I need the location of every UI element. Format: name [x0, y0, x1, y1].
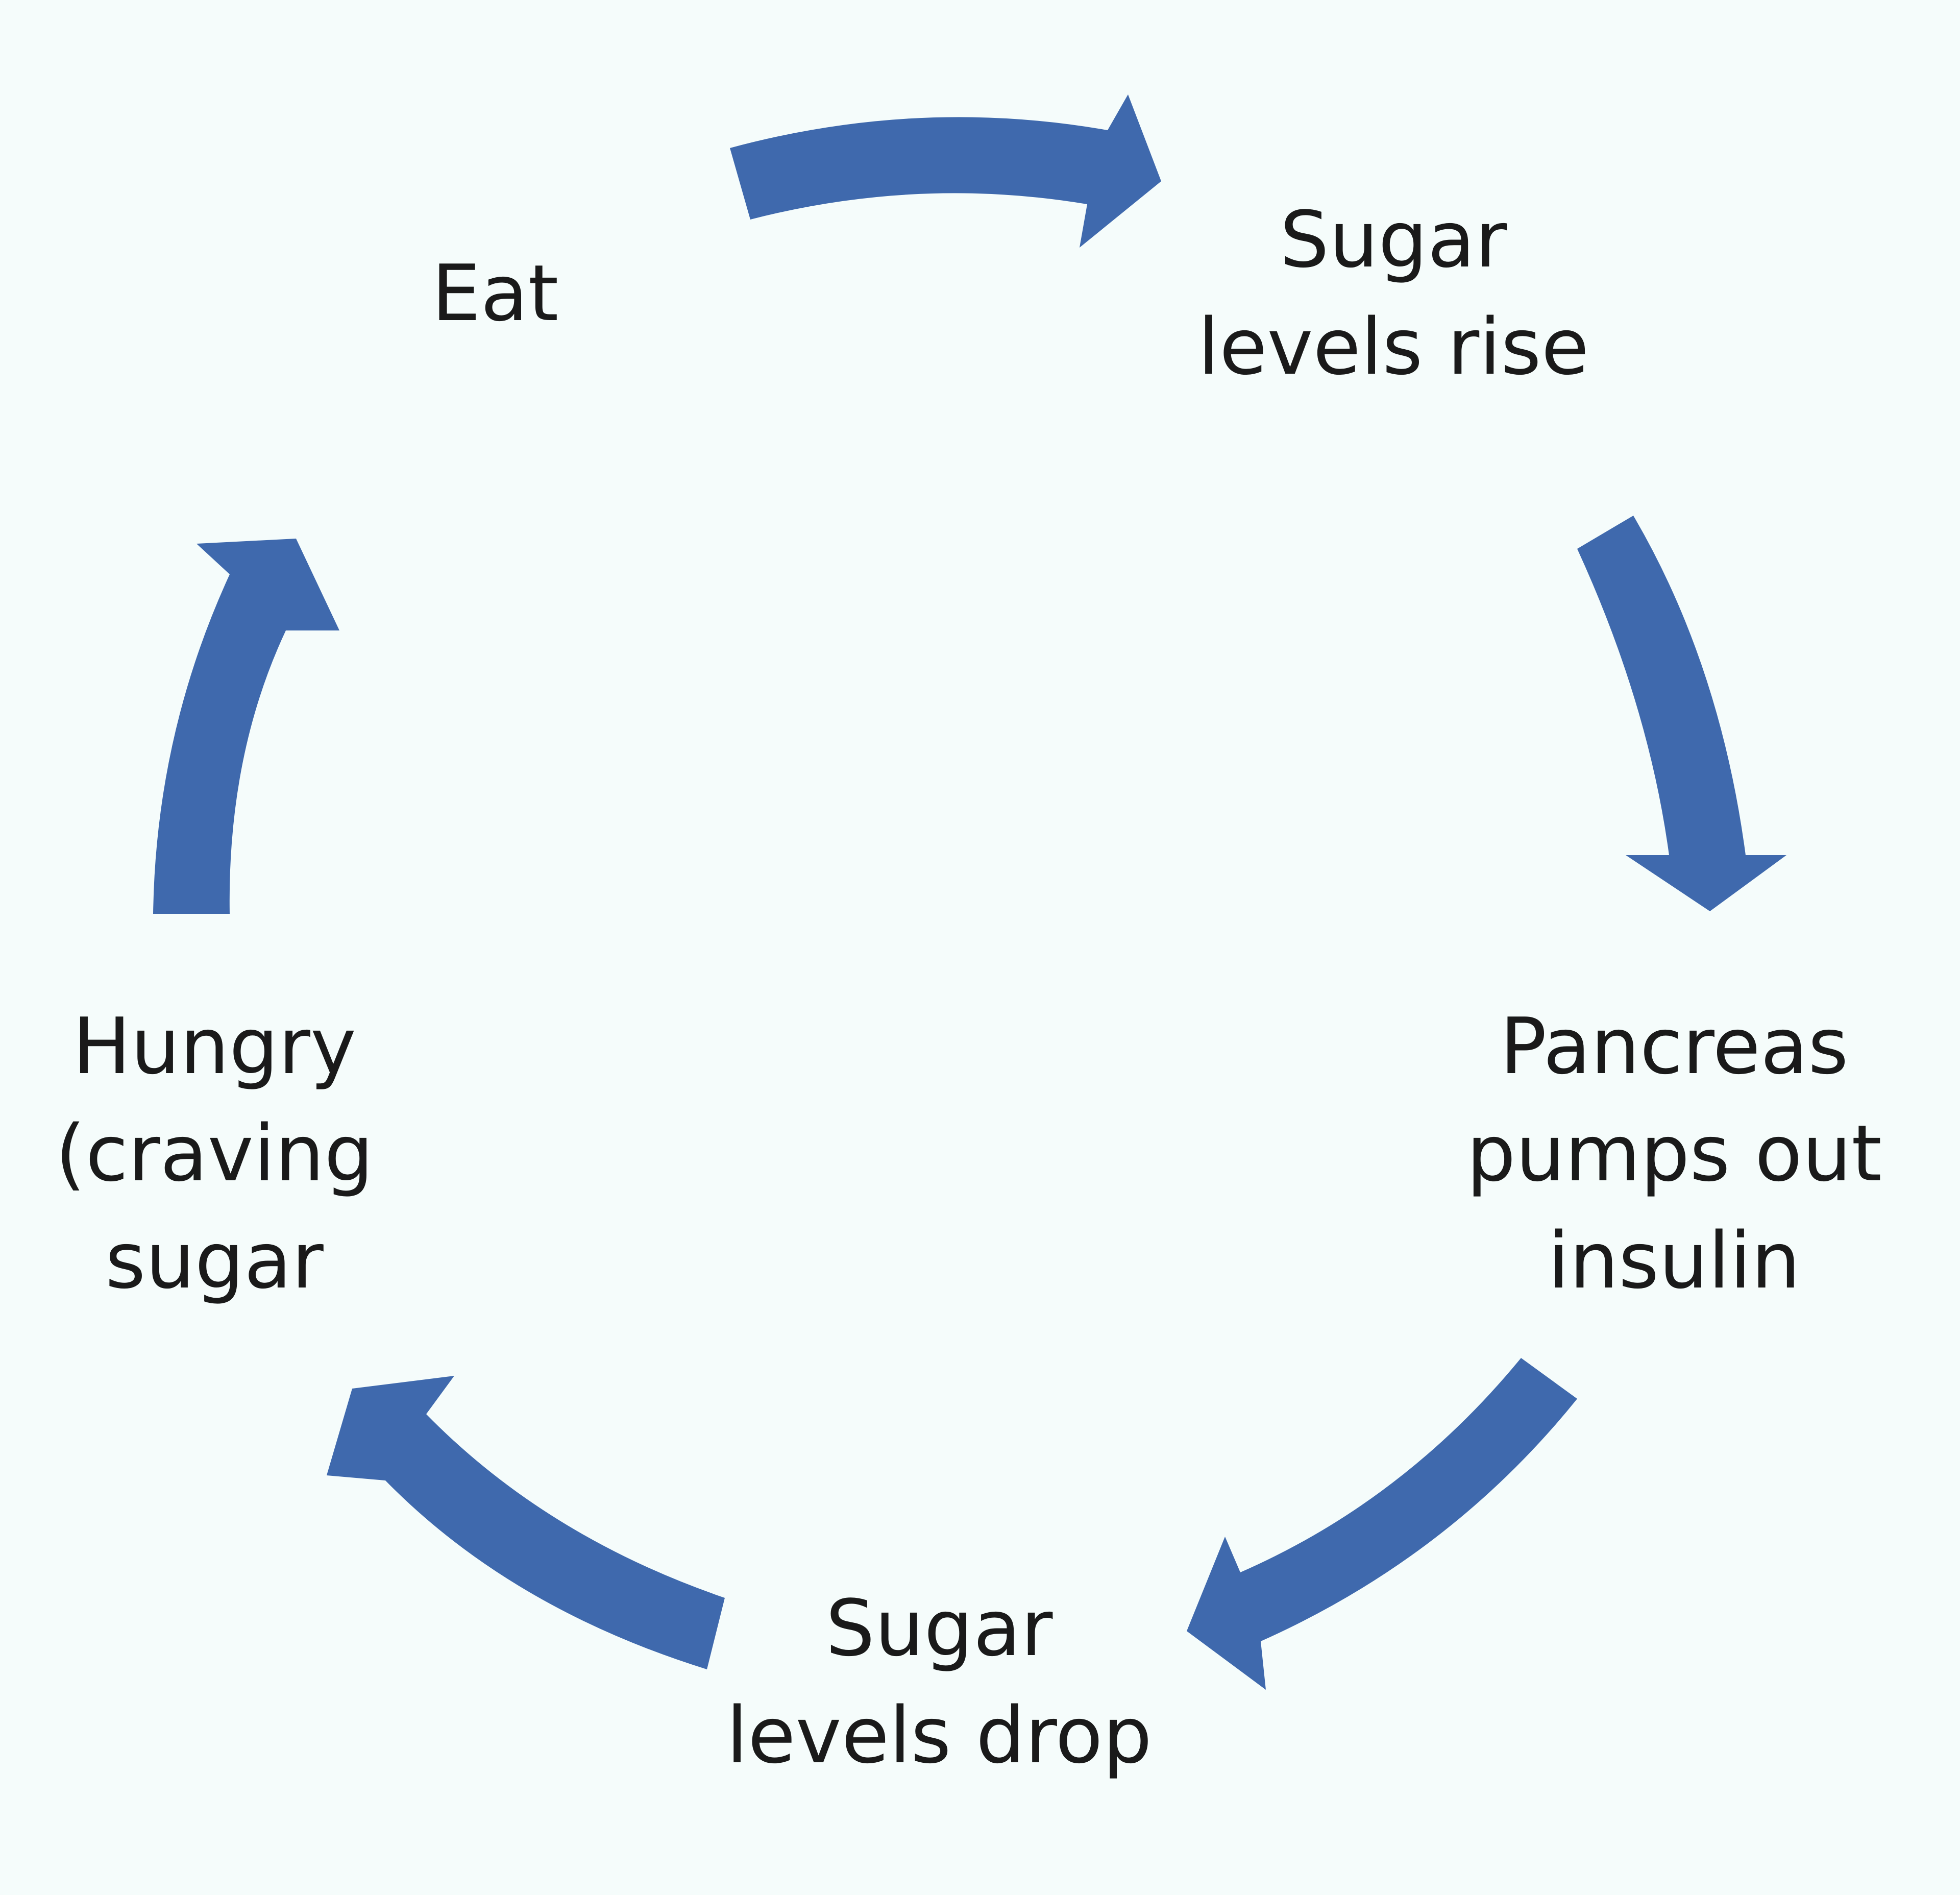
node-eat: Eat [408, 240, 582, 347]
arrow-rise-to-insulin [1577, 516, 1786, 911]
node-hungry-line-1: Hungry [72, 1001, 356, 1091]
node-hungry-line-2: (craving [55, 1108, 374, 1199]
node-pancreas-insulin-line-2: pumps out [1466, 1108, 1882, 1199]
arrow-drop-to-hungry [327, 1376, 725, 1669]
node-sugar-levels-rise: Sugar levels rise [1184, 186, 1603, 401]
node-pancreas-insulin: Pancreas pumps out insulin [1444, 993, 1904, 1314]
node-sugar-levels-drop: Sugar levels drop [704, 1575, 1174, 1789]
node-sugar-levels-drop-line-2: levels drop [726, 1690, 1153, 1781]
arrow-insulin-to-drop [1187, 1358, 1577, 1690]
arrow-hungry-to-eat [153, 539, 339, 914]
node-eat-line-1: Eat [431, 248, 559, 338]
node-hungry-line-3: sugar [105, 1215, 324, 1306]
arrow-eat-to-rise [730, 94, 1161, 248]
node-sugar-levels-rise-line-2: levels rise [1197, 301, 1589, 392]
node-pancreas-insulin-line-1: Pancreas [1500, 1001, 1849, 1091]
node-sugar-levels-rise-line-1: Sugar [1280, 195, 1507, 285]
node-hungry: Hungry (craving sugar [41, 993, 388, 1314]
node-sugar-levels-drop-line-1: Sugar [825, 1583, 1053, 1673]
node-pancreas-insulin-line-3: insulin [1548, 1215, 1801, 1306]
